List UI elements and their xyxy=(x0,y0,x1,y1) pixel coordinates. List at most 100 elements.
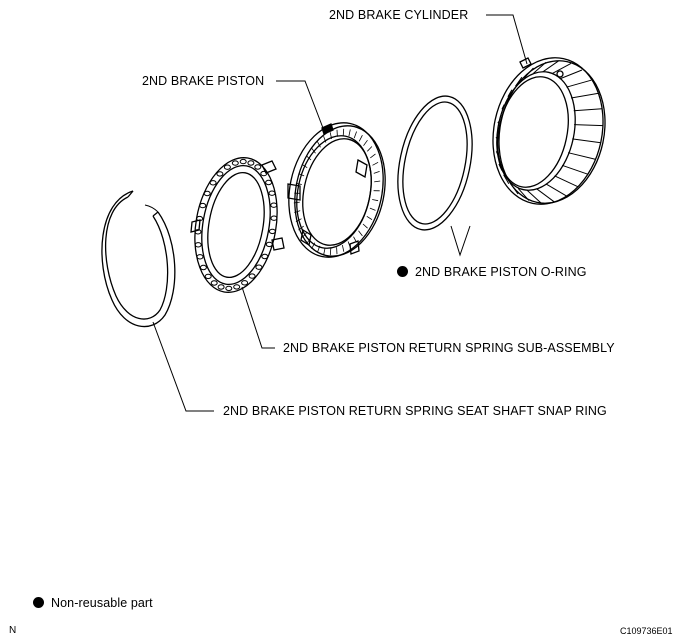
leader-lines xyxy=(152,14,528,412)
piston-hatch xyxy=(367,146,373,152)
piston-hatch xyxy=(366,215,373,220)
piston-part xyxy=(287,122,386,258)
spring-coil xyxy=(270,202,278,208)
cylinder-rib xyxy=(554,175,579,188)
cylinder-rib xyxy=(495,137,498,139)
piston-hatch xyxy=(329,248,332,256)
spring-coil xyxy=(268,190,276,196)
label-oring-text: 2ND BRAKE PISTON O-RING xyxy=(415,265,587,279)
piston-hatch xyxy=(348,129,351,137)
cylinder-rib xyxy=(523,67,534,79)
cylinder-rib xyxy=(497,120,500,124)
piston-hatch xyxy=(306,155,312,161)
cylinder-rib xyxy=(495,151,499,156)
legend-dot-icon xyxy=(33,597,44,608)
cylinder-rib xyxy=(542,60,559,73)
spring-coil xyxy=(223,164,231,170)
piston-hatch xyxy=(317,141,321,148)
spring-coil xyxy=(261,253,269,260)
spring-coil xyxy=(255,264,263,270)
piston-hatch xyxy=(301,232,307,238)
cylinder-rib xyxy=(498,163,503,171)
piston-hatch xyxy=(301,164,308,169)
cylinder-rib xyxy=(533,61,547,74)
piston-hatch xyxy=(323,247,326,255)
cylinder-rib xyxy=(509,182,519,195)
cylinder-rib xyxy=(503,174,510,185)
spring-coil xyxy=(270,215,278,221)
spring-coil xyxy=(225,285,233,292)
piston-hatch xyxy=(358,135,363,142)
non-reusable-dot-icon xyxy=(397,266,408,277)
cylinder-rib xyxy=(567,152,596,160)
spring-coil xyxy=(265,179,273,186)
cylinder-part xyxy=(492,57,606,205)
piston-hatch xyxy=(295,218,302,223)
piston-hatch xyxy=(373,171,380,174)
label-piston: 2ND BRAKE PISTON xyxy=(142,74,265,88)
spring-coil xyxy=(196,254,204,260)
legend-text: Non-reusable part xyxy=(51,596,153,610)
spring-coil xyxy=(254,164,262,170)
spring-coil xyxy=(210,280,218,286)
cylinder-rib xyxy=(545,183,567,197)
cylinder-rib xyxy=(561,164,589,175)
cylinder-rib xyxy=(517,187,530,201)
snap-ring-part xyxy=(101,190,176,328)
cylinder-rib xyxy=(507,89,513,97)
piston-hatch xyxy=(298,173,305,177)
spring-coil xyxy=(203,190,211,197)
label-cylinder: 2ND BRAKE CYLINDER xyxy=(329,8,469,22)
spring-coil xyxy=(209,180,217,186)
cylinder-rib xyxy=(515,76,523,87)
label-snap-ring: 2ND BRAKE PISTON RETURN SPRING SEAT SHAF… xyxy=(223,404,607,418)
piston-hatch xyxy=(329,132,332,139)
cylinder-rib xyxy=(571,92,599,99)
piston-hatch xyxy=(306,238,311,245)
piston-hatch xyxy=(370,153,376,159)
piston-hatch xyxy=(298,225,304,231)
label-oring: 2ND BRAKE PISTON O-RING xyxy=(397,265,587,279)
piston-hatch xyxy=(342,128,345,136)
piston-hatch xyxy=(294,210,301,213)
spring-coil xyxy=(247,160,255,166)
spring-coil xyxy=(194,242,202,248)
cylinder-rib xyxy=(572,138,601,144)
piston-hatch xyxy=(362,223,368,229)
cylinder-rib xyxy=(536,188,555,203)
spring-coil xyxy=(265,241,273,248)
spring-coil xyxy=(248,273,256,279)
label-return-spring: 2ND BRAKE PISTON RETURN SPRING SUB-ASSEM… xyxy=(283,341,615,355)
cylinder-rib xyxy=(574,124,604,127)
piston-hatch xyxy=(311,242,316,249)
spring-coil xyxy=(199,264,207,271)
cylinder-rib xyxy=(559,69,583,80)
spring-coil xyxy=(231,160,239,166)
piston-hatch xyxy=(369,207,376,211)
footer-left-mark: N xyxy=(9,625,17,636)
cylinder-rib xyxy=(573,108,603,112)
piston-hatch xyxy=(374,180,381,183)
spring-coil xyxy=(241,280,249,286)
piston-hatch xyxy=(323,136,327,143)
spring-coil xyxy=(217,284,225,290)
spring-coil xyxy=(204,273,212,280)
legend: Non-reusable part xyxy=(33,596,153,610)
cylinder-rib xyxy=(551,62,572,75)
piston-hatch xyxy=(295,182,302,185)
return-spring-part xyxy=(190,157,285,293)
piston-hatch xyxy=(347,241,351,248)
piston-hatch xyxy=(317,245,321,253)
piston-hatch xyxy=(353,131,357,139)
spring-coil xyxy=(260,170,268,177)
piston-hatch xyxy=(372,199,379,202)
spring-coil xyxy=(239,158,247,165)
spring-coil xyxy=(216,171,224,177)
piston-hatch xyxy=(358,230,363,237)
spring-coil xyxy=(233,284,241,290)
figure-code: C109736E01 xyxy=(620,626,673,636)
cylinder-rib xyxy=(526,189,542,204)
cylinder-rib xyxy=(501,104,505,110)
piston-hatch xyxy=(353,236,357,243)
